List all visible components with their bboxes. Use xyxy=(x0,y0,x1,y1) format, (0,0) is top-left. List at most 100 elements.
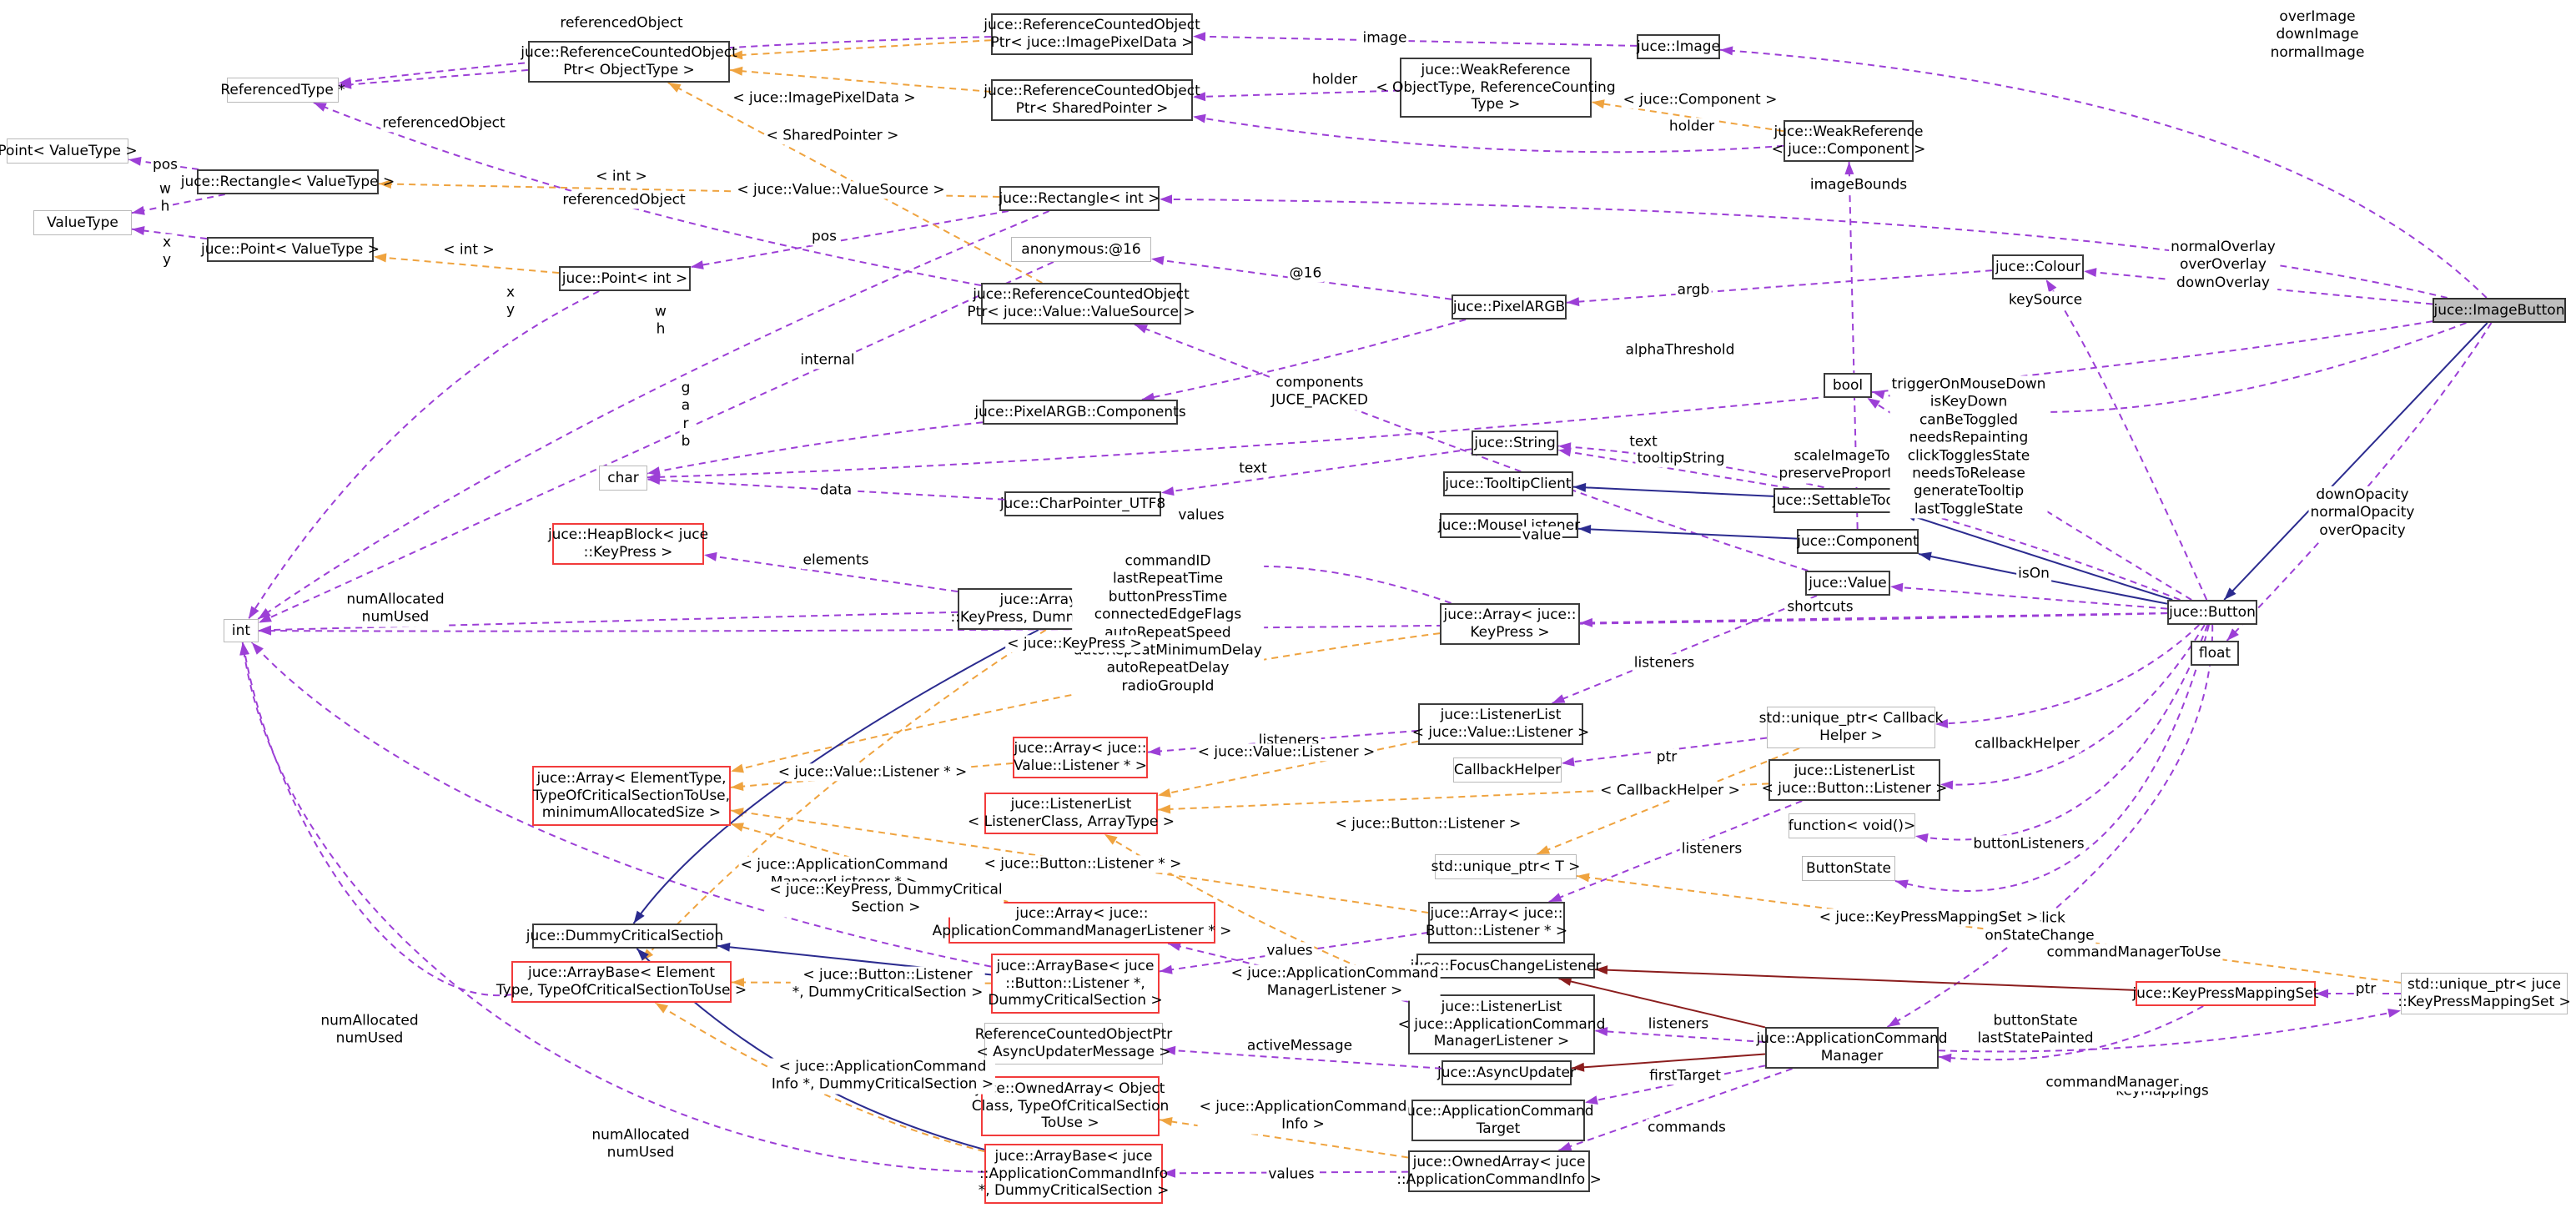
node-float[interactable]: float xyxy=(2191,641,2239,666)
edge-image-to-rcop-imagepixeldata xyxy=(1192,35,1638,47)
node-imagebutton[interactable]: juce::ImageButton xyxy=(2433,298,2566,323)
arrowhead xyxy=(258,607,271,619)
node-asyncupdater[interactable]: juce::AsyncUpdater xyxy=(1437,1060,1576,1085)
edge-arraybase-buttonlistener-to-arraybase-elementtype xyxy=(731,981,992,984)
node-pixelargb-components[interactable]: juce::PixelARGB::Components xyxy=(974,400,1186,425)
node-rcop-valuesource[interactable]: juce::ReferenceCountedObject Ptr< juce::… xyxy=(967,283,1195,325)
arrowhead xyxy=(1160,1117,1173,1126)
node-pixelargb[interactable]: juce::PixelARGB xyxy=(1452,294,1567,320)
node-value[interactable]: juce::Value xyxy=(1805,571,1890,596)
edge-pixelargb-to-pixelargb-components xyxy=(1141,319,1467,400)
node-bool[interactable]: bool xyxy=(1824,373,1872,398)
node-referenced-type[interactable]: ReferencedType * xyxy=(220,78,345,103)
arrowhead xyxy=(2224,587,2236,600)
node-anon16[interactable]: anonymous:@16 xyxy=(1011,237,1151,262)
arrowhead xyxy=(2316,989,2328,999)
arrowhead xyxy=(1580,617,1593,627)
node-point-valuetype[interactable]: juce::Point< ValueType > xyxy=(201,237,380,262)
node-rcop-asyncupdater[interactable]: ReferenceCountedObjectPtr < AsyncUpdater… xyxy=(975,1023,1172,1065)
arrowhead xyxy=(667,83,682,93)
node-focuschange[interactable]: juce::FocusChangeListener xyxy=(1411,954,1601,979)
arrowhead xyxy=(259,626,272,636)
node-uniqueptr-kpms[interactable]: std::unique_ptr< juce ::KeyPressMappingS… xyxy=(2397,973,2571,1014)
node-charpointer[interactable]: juce::CharPointer_UTF8 xyxy=(1000,491,1165,516)
node-colour[interactable]: juce::Colour xyxy=(1992,254,2084,279)
arrowhead xyxy=(1890,582,1904,592)
node-listenerlist-value[interactable]: juce::ListenerList < juce::Value::Listen… xyxy=(1412,703,1589,745)
arrowhead xyxy=(1720,46,1733,56)
node-component[interactable]: juce::Component xyxy=(1797,529,1919,554)
edge-uniqueptr-callback-to-callbackhelper xyxy=(1561,737,1768,764)
node-listenerlist-button[interactable]: juce::ListenerList < juce::Button::Liste… xyxy=(1762,759,1947,801)
arrowhead xyxy=(2226,628,2239,641)
node-buttonstate[interactable]: ButtonState xyxy=(1802,856,1895,881)
arrowhead xyxy=(1592,99,1605,109)
node-array-buttonlistener[interactable]: juce::Array< juce:: Button::Listener * > xyxy=(1426,902,1567,944)
node-valuetype[interactable]: ValueType xyxy=(33,210,132,235)
arrowhead xyxy=(1887,1016,1901,1027)
edge-imagebutton-to-char xyxy=(647,320,2433,479)
node-heapblock[interactable]: juce::HeapBlock< juce ::KeyPress > xyxy=(548,523,708,565)
node-point-valuetype-ext[interactable]: Point< ValueType > xyxy=(0,138,138,164)
edge-button-to-value xyxy=(1889,586,2168,610)
node-arraybase-elementtype[interactable]: juce::ArrayBase< Element Type, TypeOfCri… xyxy=(496,961,747,1003)
edge-listenerlist-value-to-listenerlist-generic xyxy=(1157,740,1419,797)
arrowhead xyxy=(1919,551,1932,561)
node-dummycritical[interactable]: juce::DummyCriticalSection xyxy=(526,924,723,949)
node-array-keypress[interactable]: juce::Array< juce:: KeyPress > xyxy=(1440,603,1580,645)
arrowhead xyxy=(339,79,352,89)
arrowhead xyxy=(1567,297,1580,307)
node-rect-int[interactable]: juce::Rectangle< int > xyxy=(999,186,1160,211)
node-arraybase-aci[interactable]: juce::ArrayBase< juce ::ApplicationComma… xyxy=(979,1144,1169,1204)
node-listenerlist-acml[interactable]: juce::ListenerList < juce::ApplicationCo… xyxy=(1398,994,1605,1054)
arrowhead xyxy=(704,551,717,561)
arrowhead xyxy=(1577,873,1590,883)
edge-rcop-sharedpointer-to-rcop-objecttype xyxy=(729,69,992,93)
arrowhead xyxy=(2045,279,2057,293)
edge-weakref-component-to-weakref-generic xyxy=(1591,101,1784,133)
edge-arraybase-buttonlistener-to-dummycritical xyxy=(717,944,992,976)
node-act[interactable]: juce::ApplicationCommand Target xyxy=(1402,1100,1594,1141)
edge-anon16-to-int xyxy=(258,261,1054,624)
node-int[interactable]: int xyxy=(224,619,259,642)
node-rcop-imagepixeldata[interactable]: juce::ReferenceCountedObject Ptr< juce::… xyxy=(984,13,1200,55)
node-string[interactable]: juce::String xyxy=(1472,430,1558,456)
node-rcop-sharedpointer[interactable]: juce::ReferenceCountedObject Ptr< Shared… xyxy=(984,79,1200,121)
node-callbackhelper[interactable]: CallbackHelper xyxy=(1453,757,1562,783)
edge-weakref-generic-to-rcop-sharedpointer xyxy=(1192,89,1401,98)
node-ownedarray-generic[interactable]: juce::OwnedArray< Object Class, TypeOfCr… xyxy=(972,1076,1169,1136)
node-point-int[interactable]: juce::Point< int > xyxy=(559,266,691,291)
node-listenerlist-generic[interactable]: juce::ListenerList < ListenerClass, Arra… xyxy=(968,793,1175,834)
arrowhead xyxy=(1193,113,1206,123)
node-uniqueptr-t[interactable]: std::unique_ptr< T > xyxy=(1431,854,1580,879)
node-settabletooltip[interactable]: juce::SettableTooltipClient xyxy=(1773,488,1958,513)
node-arraybase-keypress[interactable]: juce::ArrayBase< juce ::KeyPress, DummyC… xyxy=(950,588,1207,630)
edge-button-to-function-void xyxy=(1914,624,2209,841)
edge-settabletooltip-to-string xyxy=(1557,449,1789,489)
node-array-valuelistener[interactable]: juce::Array< juce:: Value::Listener * > xyxy=(1013,737,1148,778)
node-rcop-objecttype[interactable]: juce::ReferenceCountedObject Ptr< Object… xyxy=(521,41,737,83)
node-function-void[interactable]: function< void()> xyxy=(1789,813,1915,838)
edge-acm-to-listenerlist-acml xyxy=(1594,1029,1766,1044)
node-uniqueptr-callback[interactable]: std::unique_ptr< Callback Helper > xyxy=(1759,707,1943,748)
edge-arraybase-keypress-to-dummycritical xyxy=(632,629,1039,924)
node-tooltipclient[interactable]: juce::TooltipClient xyxy=(1443,471,1573,496)
node-char[interactable]: char xyxy=(599,466,647,491)
arrowhead xyxy=(717,942,731,952)
node-array-elementtype[interactable]: juce::Array< ElementType, TypeOfCritical… xyxy=(532,766,731,826)
node-button[interactable]: juce::Button xyxy=(2167,600,2257,625)
node-image[interactable]: juce::Image xyxy=(1637,34,1720,59)
node-weakref-component[interactable]: juce::WeakReference < juce::Component > xyxy=(1772,120,1925,162)
edge-button-to-acm xyxy=(1886,624,2214,1028)
edge-button-to-uniqueptr-callback xyxy=(1935,624,2200,725)
node-acm[interactable]: juce::ApplicationCommand Manager xyxy=(1756,1027,1948,1069)
node-ownedarray-aci[interactable]: juce::OwnedArray< juce ::ApplicationComm… xyxy=(1396,1150,1602,1192)
edge-colour-to-pixelargb xyxy=(1566,269,1993,304)
node-weakref-generic[interactable]: juce::WeakReference < ObjectType, Refere… xyxy=(1376,58,1616,118)
node-rect-valuetype[interactable]: juce::Rectangle< ValueType > xyxy=(181,169,395,194)
node-array-acml[interactable]: juce::Array< juce:: ApplicationCommandMa… xyxy=(933,902,1231,944)
node-mouselistener[interactable]: juce::MouseListener xyxy=(1438,513,1580,538)
node-arraybase-buttonlistener[interactable]: juce::ArrayBase< juce ::Button::Listener… xyxy=(988,954,1163,1014)
node-keypressmappingset[interactable]: juce::KeyPressMappingSet xyxy=(2132,981,2319,1006)
arrowhead xyxy=(2387,1008,2401,1018)
